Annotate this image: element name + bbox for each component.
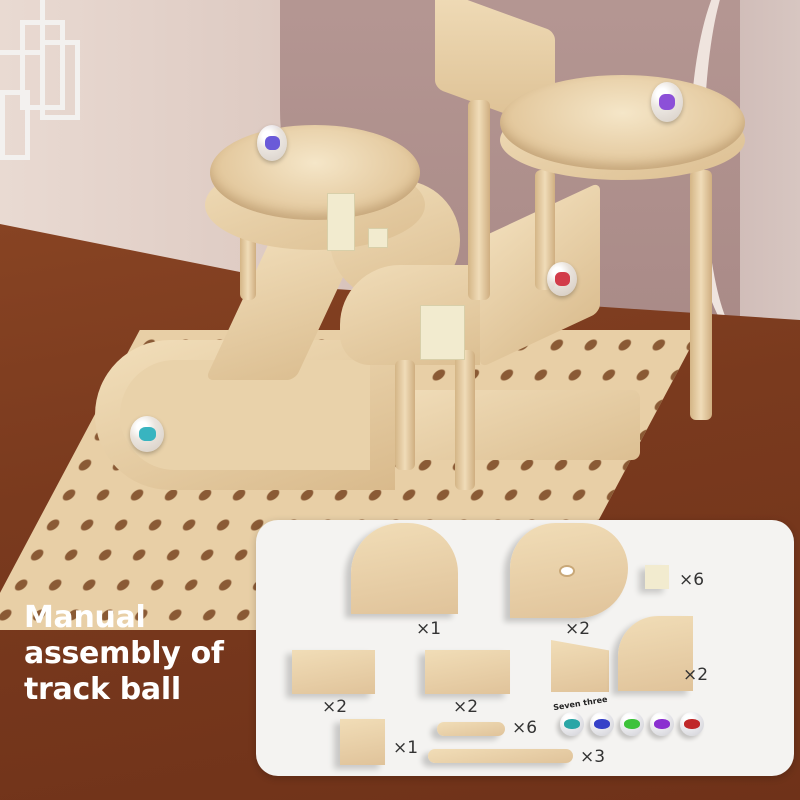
part-straight-track bbox=[425, 650, 510, 694]
connector-clip bbox=[368, 228, 388, 248]
support-post bbox=[690, 170, 712, 420]
marble-ball bbox=[547, 262, 577, 296]
qty-corner-track: ×2 bbox=[683, 665, 709, 685]
marble-set bbox=[560, 712, 704, 736]
qty-short-support-rod: ×6 bbox=[512, 718, 538, 738]
qty-end-cup-block: ×1 bbox=[393, 738, 419, 758]
marble-ball bbox=[257, 125, 287, 161]
left-bowl bbox=[210, 125, 420, 220]
marble-ball bbox=[130, 416, 164, 452]
marble-purple bbox=[650, 712, 674, 736]
qty-funnel-bowl-track: ×2 bbox=[565, 619, 591, 639]
qty-curved-entry-track: ×2 bbox=[322, 697, 348, 717]
part-curved-entry-track bbox=[292, 650, 375, 694]
part-long-support-rod bbox=[428, 749, 573, 763]
part-ramp-track bbox=[551, 640, 609, 692]
headline-line-1: Manual bbox=[24, 600, 146, 635]
part-end-cup-block bbox=[340, 719, 385, 765]
marble-green bbox=[620, 712, 644, 736]
part-corner-track bbox=[618, 616, 693, 691]
qty-u-turn-track: ×1 bbox=[416, 619, 442, 639]
funnel-hole bbox=[559, 565, 575, 577]
support-post bbox=[455, 350, 475, 490]
qty-straight-track: ×2 bbox=[453, 697, 479, 717]
connector-clip bbox=[420, 305, 465, 360]
marble-teal bbox=[560, 712, 584, 736]
part-connector-clip bbox=[645, 565, 669, 589]
support-post bbox=[468, 100, 490, 300]
support-post bbox=[395, 360, 415, 470]
support-post bbox=[535, 170, 555, 290]
part-short-support-rod bbox=[437, 722, 505, 736]
lattice-screen bbox=[0, 0, 130, 170]
qty-long-support-rod: ×3 bbox=[580, 747, 606, 767]
marble-red bbox=[680, 712, 704, 736]
marble-ball bbox=[651, 82, 683, 122]
marble-blue bbox=[590, 712, 614, 736]
headline: Manual assembly of track ball bbox=[24, 600, 224, 708]
part-u-turn-track bbox=[351, 523, 458, 614]
support-post bbox=[240, 230, 256, 300]
headline-line-3: track ball bbox=[24, 672, 181, 707]
connector-clip bbox=[327, 193, 355, 251]
straight-track-row bbox=[400, 390, 640, 460]
right-bowl bbox=[500, 75, 745, 170]
headline-line-2: assembly of bbox=[24, 636, 224, 671]
qty-connector-clip: ×6 bbox=[679, 570, 705, 590]
